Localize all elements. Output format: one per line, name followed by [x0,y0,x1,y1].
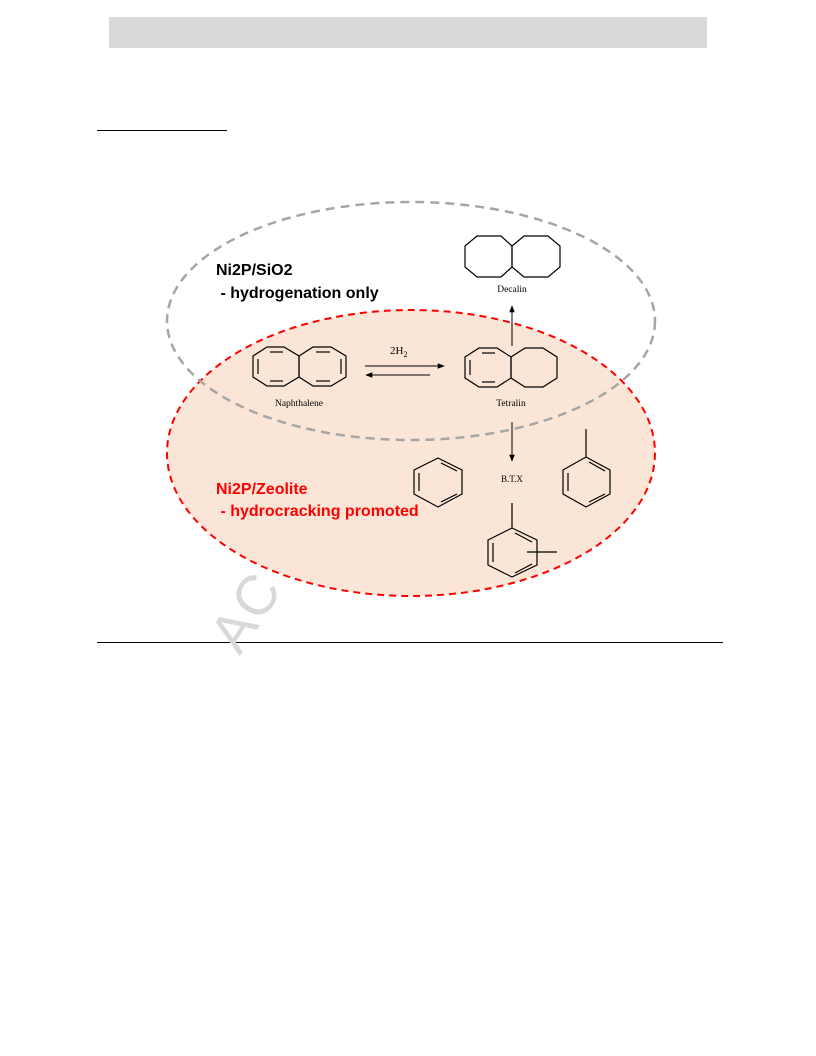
btx-label: B.T.X [501,474,523,484]
section-underline [97,130,227,131]
reagent-subscript: 2 [403,350,407,359]
decalin-structure [464,235,561,278]
zeolite-subtitle: - hydrocracking promoted [216,503,419,520]
silica-subtitle: - hydrogenation only [216,285,379,302]
zeolite-region [166,309,656,597]
reagent-label: 2H2 [390,345,407,359]
xylene-structure [487,503,557,578]
naphthalene-label: Naphthalene [275,399,323,409]
bottom-rule [97,642,723,643]
decalin-label: Decalin [497,285,527,295]
silica-region [165,200,657,442]
toluene-structure [562,429,611,508]
reagent-coefficient: 2H [390,345,404,357]
tetralin-label: Tetralin [496,399,526,409]
zeolite-title: Ni2P/Zeolite [216,481,308,498]
header-bar [109,17,707,48]
tetralin-structure [464,347,558,388]
benzene-structure [413,457,463,508]
silica-title: Ni2P/SiO2 [216,262,293,279]
naphthalene-structure [252,346,347,387]
